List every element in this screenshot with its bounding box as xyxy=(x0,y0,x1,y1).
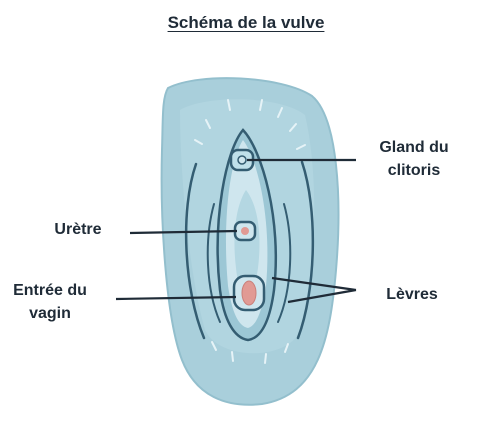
diagram-title: Schéma de la vulve xyxy=(167,13,325,32)
leader-lines xyxy=(115,158,357,304)
entree-vagin-label: Entrée du vagin xyxy=(13,282,87,322)
gland-clitoris-label: Gland du clitoris xyxy=(379,139,449,179)
uretre-label: Urètre xyxy=(54,221,102,238)
levres-label: Lèvres xyxy=(386,286,438,303)
uretre-leader-line xyxy=(129,229,238,235)
levres-leader-line xyxy=(271,276,357,304)
vagin-leader-line xyxy=(115,295,237,301)
highlight-dashes xyxy=(194,99,306,364)
